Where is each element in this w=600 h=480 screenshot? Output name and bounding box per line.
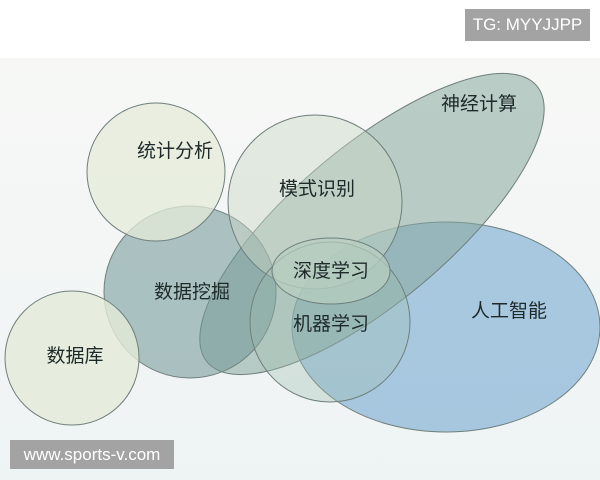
set-database xyxy=(4,290,140,426)
watermark-bottom: www.sports-v.com xyxy=(10,440,174,469)
set-deep-learning xyxy=(271,237,391,305)
label-pattern-recognition: 模式识别 xyxy=(279,178,355,200)
label-database: 数据库 xyxy=(46,345,103,367)
label-deep-learning: 深度学习 xyxy=(293,260,369,282)
set-statistics xyxy=(86,102,226,242)
label-statistics: 统计分析 xyxy=(137,140,213,162)
label-neural-computing: 神经计算 xyxy=(441,93,517,115)
label-machine-learning: 机器学习 xyxy=(293,313,369,335)
label-data-mining: 数据挖掘 xyxy=(154,281,230,303)
watermark-top: TG: MYYJJPP xyxy=(465,9,590,41)
label-artificial-intelligence: 人工智能 xyxy=(471,300,547,322)
